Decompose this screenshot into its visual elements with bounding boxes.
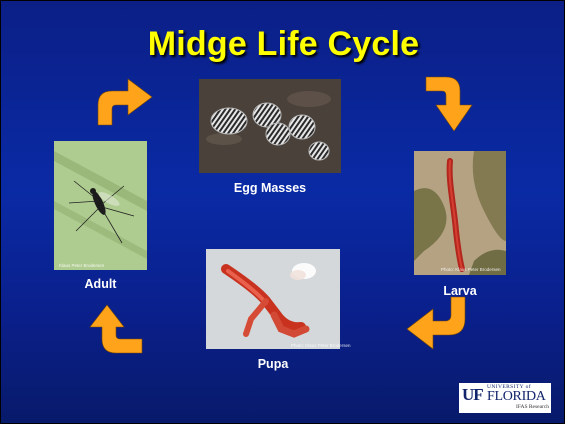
arrow-adult-to-egg-icon xyxy=(94,73,156,125)
larva-photo-credit: Photo: Klaus Peter Brodersen xyxy=(441,267,501,272)
larva-label: Larva xyxy=(414,284,506,298)
slide-title: Midge Life Cycle xyxy=(1,25,565,64)
adult-photo xyxy=(54,141,147,270)
logo-subtitle: IFAS Research xyxy=(516,404,549,410)
arrow-pupa-to-adult-icon xyxy=(86,303,142,355)
adult-photo-credit: Klaus Peter Brodersen xyxy=(59,263,104,268)
egg-masses-label: Egg Masses xyxy=(199,181,341,195)
larva-photo xyxy=(414,151,506,275)
adult-label: Adult xyxy=(54,277,147,291)
pupa-photo xyxy=(206,249,340,349)
uf-ifas-logo: UF UNIVERSITY of FLORIDA IFAS Research xyxy=(459,383,551,413)
arrow-egg-to-larva-icon xyxy=(426,73,476,135)
arrow-larva-to-pupa-icon xyxy=(403,297,469,353)
egg-masses-photo xyxy=(199,79,341,173)
logo-name: FLORIDA xyxy=(487,389,546,405)
pupa-photo-credit: Photo: Klaus Peter Brodersen xyxy=(291,343,351,348)
logo-mark: UF xyxy=(462,385,483,405)
pupa-label: Pupa xyxy=(206,357,340,371)
